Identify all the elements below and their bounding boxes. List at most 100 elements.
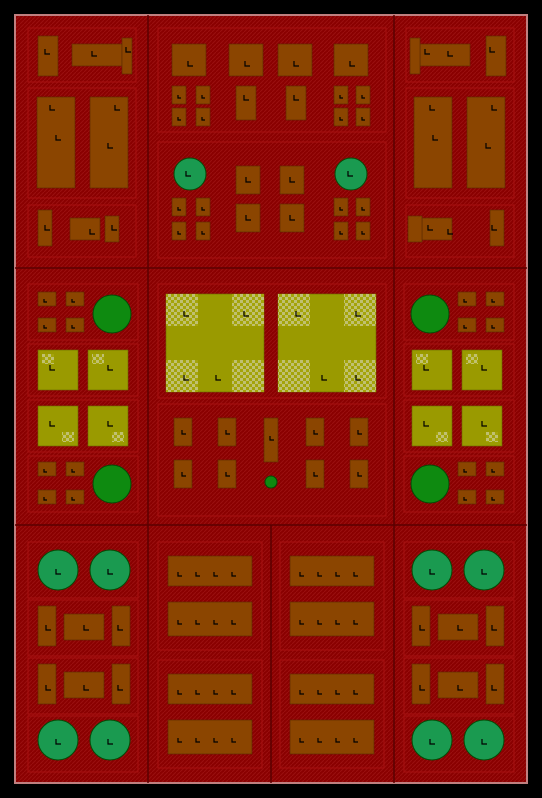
- olive-checker: [92, 354, 104, 364]
- pin-mark: [177, 690, 182, 695]
- olive-checker: [166, 360, 198, 392]
- cell-frame: [157, 403, 387, 517]
- cell-frame: [403, 541, 515, 599]
- olive-checker: [42, 354, 54, 364]
- pin-mark: [177, 231, 181, 235]
- pin-mark: [181, 430, 186, 435]
- pin-mark: [361, 117, 365, 121]
- pin-mark: [91, 51, 97, 57]
- pin-mark: [125, 47, 131, 53]
- brown-block: [457, 291, 477, 307]
- pin-mark: [225, 430, 230, 435]
- pin-mark: [231, 738, 236, 743]
- cell-frame: [27, 455, 139, 513]
- pin-mark: [491, 625, 497, 631]
- brown-block: [355, 197, 371, 217]
- green-via: [37, 549, 79, 591]
- green-via: [411, 549, 453, 591]
- pin-mark: [195, 690, 200, 695]
- pin-mark: [463, 325, 467, 329]
- brown-block: [37, 663, 57, 705]
- cell-frame: [27, 541, 139, 599]
- brown-block: [333, 221, 349, 241]
- brown-block: [279, 165, 305, 195]
- pin-mark: [107, 739, 113, 745]
- cell-frame: [403, 657, 515, 715]
- cell-frame: [403, 283, 515, 341]
- brown-block: [289, 555, 375, 587]
- brown-block: [69, 217, 101, 241]
- pin-mark: [45, 625, 51, 631]
- cell-frame: [403, 343, 515, 397]
- pin-mark: [353, 690, 358, 695]
- cell-frame: [27, 343, 139, 397]
- green-via: [463, 549, 505, 591]
- pin-mark: [71, 497, 75, 501]
- brown-block: [195, 221, 211, 241]
- brown-block: [171, 107, 187, 127]
- pin-mark: [83, 685, 89, 691]
- pin-mark: [335, 620, 340, 625]
- brown-block: [111, 605, 131, 647]
- pin-mark: [107, 421, 113, 427]
- brown-block: [485, 663, 505, 705]
- olive-checker: [166, 294, 198, 326]
- pin-mark: [201, 95, 205, 99]
- pin-mark: [177, 738, 182, 743]
- green-via: [410, 294, 450, 334]
- pin-mark: [43, 497, 47, 501]
- pin-mark: [485, 143, 491, 149]
- pin-mark: [114, 105, 120, 111]
- green-via: [89, 719, 131, 761]
- pin-mark: [89, 229, 95, 235]
- pin-mark: [347, 171, 353, 177]
- brown-block: [37, 291, 57, 307]
- pin-mark: [317, 572, 322, 577]
- pin-mark: [481, 739, 487, 745]
- cell-frame: [157, 27, 387, 133]
- brown-block: [289, 673, 375, 705]
- pin-mark: [432, 135, 438, 141]
- pin-mark: [231, 572, 236, 577]
- pin-mark: [481, 569, 487, 575]
- pin-mark: [245, 177, 251, 183]
- brown-block: [457, 317, 477, 333]
- brown-block: [167, 673, 253, 705]
- pin-mark: [424, 49, 430, 55]
- green-via: [89, 549, 131, 591]
- pin-mark: [423, 421, 429, 427]
- brown-block: [195, 85, 211, 105]
- pin-mark: [107, 143, 113, 149]
- green-via: [463, 719, 505, 761]
- brown-block: [65, 461, 85, 477]
- brown-block: [37, 489, 57, 505]
- pin-mark: [429, 739, 435, 745]
- pin-mark: [195, 572, 200, 577]
- green-via: [411, 719, 453, 761]
- pin-mark: [45, 685, 51, 691]
- pin-mark: [177, 620, 182, 625]
- brown-block: [485, 317, 505, 333]
- pin-mark: [313, 472, 318, 477]
- brown-block: [171, 197, 187, 217]
- brown-block: [411, 663, 431, 705]
- pin-mark: [269, 436, 274, 441]
- brown-block: [333, 43, 369, 77]
- pin-mark: [339, 95, 343, 99]
- brown-block: [355, 85, 371, 105]
- pin-mark: [183, 375, 189, 381]
- brown-block: [466, 96, 506, 189]
- brown-block: [65, 489, 85, 505]
- olive-checker: [112, 432, 124, 442]
- pin-mark: [49, 105, 55, 111]
- pin-mark: [183, 311, 189, 317]
- pin-mark: [213, 690, 218, 695]
- pin-mark: [201, 117, 205, 121]
- pin-mark: [215, 375, 221, 381]
- olive-checker: [278, 294, 310, 326]
- brown-block: [167, 719, 253, 755]
- cell-frame: [403, 715, 515, 773]
- pin-mark: [429, 569, 435, 575]
- cell-frame: [157, 283, 387, 399]
- brown-block: [279, 203, 305, 233]
